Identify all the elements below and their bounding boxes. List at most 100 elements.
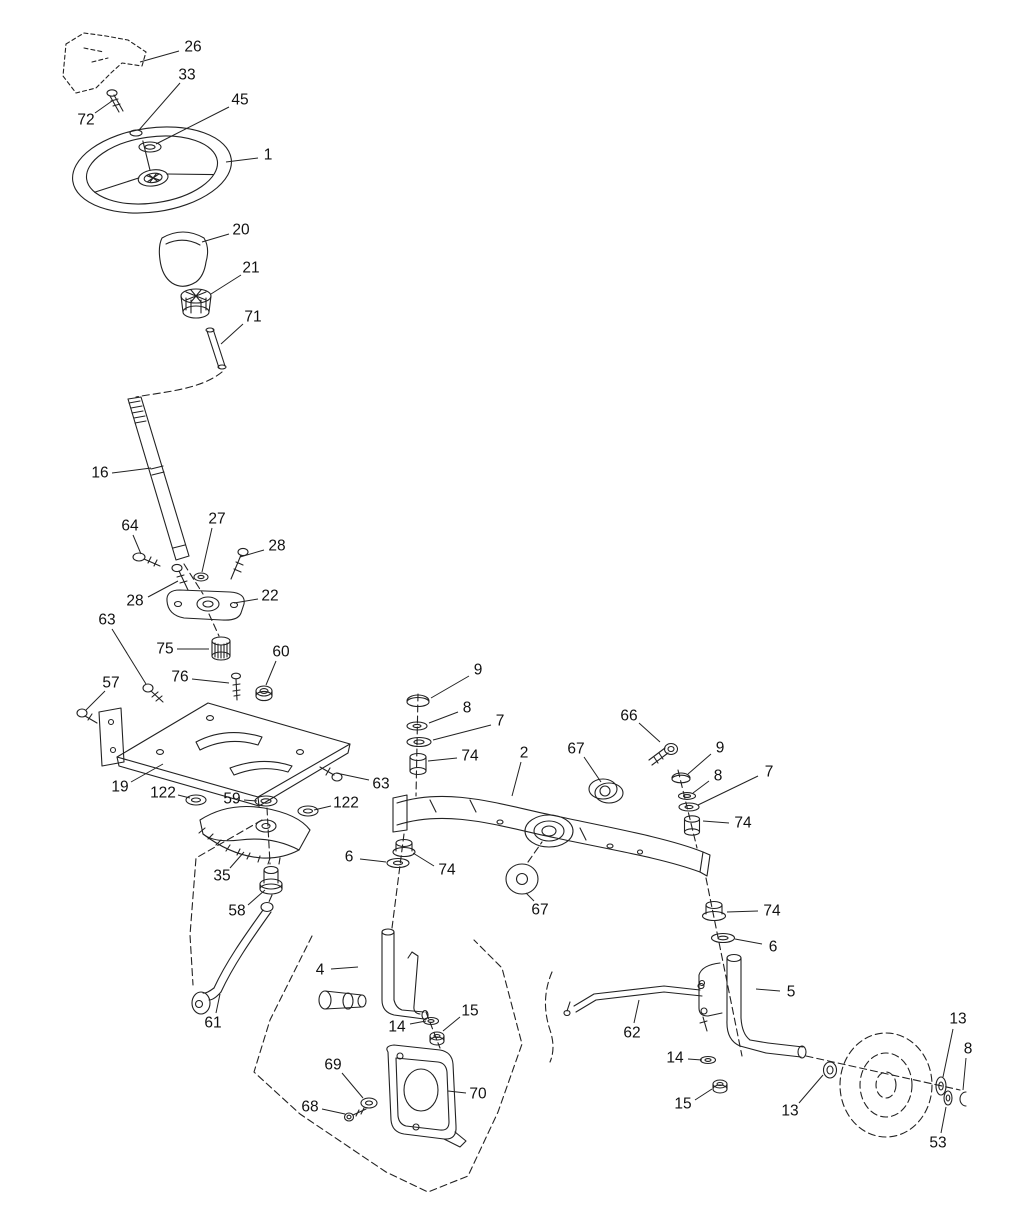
leader-line-6a: [359, 858, 387, 863]
axis-line: [135, 371, 223, 398]
leader-line-74b: [702, 820, 730, 824]
washer-6-right: [710, 932, 736, 944]
leader-line-70: [447, 1090, 467, 1094]
part-label-15a: 15: [461, 1003, 478, 1020]
screw-28-right: [230, 547, 249, 580]
part-label-13a: 13: [781, 1103, 798, 1120]
leader-line-28b: [147, 580, 179, 598]
leader-line-15a: [442, 1016, 461, 1032]
leader-line-33: [138, 82, 181, 131]
leader-line-7b: [697, 775, 759, 806]
wheel: [805, 1032, 961, 1138]
leader-line-74c: [412, 852, 435, 867]
support-plate-19: [116, 702, 351, 807]
diagram-artwork: [62, 32, 967, 1193]
part-label-122b: 122: [333, 795, 359, 812]
part-label-27: 27: [208, 511, 225, 528]
part-label-66: 66: [620, 708, 637, 725]
leader-line-64: [132, 534, 142, 555]
part-label-57: 57: [102, 675, 119, 692]
part-label-70: 70: [469, 1086, 487, 1103]
leader-line-27: [201, 527, 213, 573]
leader-line-67a: [583, 756, 602, 783]
part-label-14b: 14: [666, 1050, 684, 1067]
washer-14-right: [699, 1055, 717, 1065]
leader-line-13a: [798, 1074, 824, 1104]
screw-63-left: [142, 683, 164, 703]
part-label-67a: 67: [567, 741, 584, 758]
part-label-58: 58: [228, 903, 245, 920]
leader-line-15b: [694, 1088, 713, 1101]
spacer-67-upper: [588, 778, 624, 804]
plate-22: [166, 589, 245, 621]
axis-line: [266, 807, 273, 905]
washer-45: [138, 141, 162, 153]
leader-line-6b: [734, 938, 763, 945]
tie-rod-62: [544, 971, 705, 1063]
nut-15-left: [425, 1011, 445, 1049]
bracket-70: [386, 1044, 467, 1148]
part-label-63a: 63: [98, 612, 115, 629]
part-label-16: 16: [91, 465, 108, 482]
leader-line-72: [94, 100, 113, 114]
part-label-69: 69: [324, 1057, 341, 1074]
stud-27: [193, 572, 209, 582]
bracket-57: [76, 707, 125, 767]
part-label-67b: 67: [531, 902, 548, 919]
leader-line-26: [139, 50, 180, 63]
part-label-8c: 8: [964, 1041, 973, 1058]
pin-71: [205, 327, 227, 370]
screw-68: [343, 1107, 367, 1122]
leader-line-8c: [962, 1057, 967, 1091]
leader-line-16: [111, 467, 152, 474]
bushing-58: [259, 865, 283, 895]
part-label-2: 2: [520, 745, 529, 762]
leader-line-74d: [726, 910, 759, 913]
nut-60: [255, 685, 273, 702]
leader-line-58: [247, 889, 266, 906]
leader-line-14a: [409, 1020, 427, 1025]
steering-wheel-1: [72, 126, 232, 214]
leader-line-122a: [177, 794, 191, 799]
part-label-8a: 8: [463, 700, 472, 717]
leader-line-63b: [335, 772, 370, 781]
washer-13-right: [935, 1076, 947, 1096]
steering-shaft-16: [127, 396, 190, 561]
leader-line-28a: [239, 549, 265, 558]
part-label-21: 21: [242, 260, 259, 277]
part-label-8b: 8: [714, 768, 723, 785]
part-label-59: 59: [223, 791, 240, 808]
bracket-26: [62, 32, 147, 94]
washer-13-left: [822, 1061, 838, 1079]
part-label-4: 4: [316, 962, 325, 979]
drag-link-61: [191, 901, 274, 1015]
leader-line-62: [633, 999, 640, 1024]
leader-lines: [85, 50, 967, 1134]
leader-line-8b: [692, 780, 710, 794]
leader-line-63a: [111, 628, 147, 685]
leader-line-68: [321, 1108, 346, 1115]
axis-line: [705, 877, 743, 1057]
phantom-outline: [189, 819, 263, 986]
axle-2: [392, 794, 711, 877]
washer-69: [360, 1097, 378, 1109]
washer-122-right: [297, 805, 319, 817]
leader-line-19: [130, 763, 164, 783]
screw-72: [106, 89, 124, 113]
part-label-72: 72: [77, 112, 94, 129]
part-label-28b: 28: [126, 593, 143, 610]
part-label-7b: 7: [765, 764, 774, 781]
leader-line-1: [225, 157, 259, 163]
axis-line: [183, 563, 220, 637]
part-label-28a: 28: [268, 538, 285, 555]
part-label-6a: 6: [345, 849, 354, 866]
part-label-74c: 74: [438, 862, 456, 879]
part-label-6b: 6: [769, 939, 778, 956]
part-label-7a: 7: [496, 713, 505, 730]
part-label-19: 19: [111, 779, 128, 796]
nut-15-right: [712, 1079, 728, 1094]
phantom-outline: [253, 935, 523, 1193]
part-label-68: 68: [301, 1099, 318, 1116]
leader-line-8a: [428, 711, 459, 724]
